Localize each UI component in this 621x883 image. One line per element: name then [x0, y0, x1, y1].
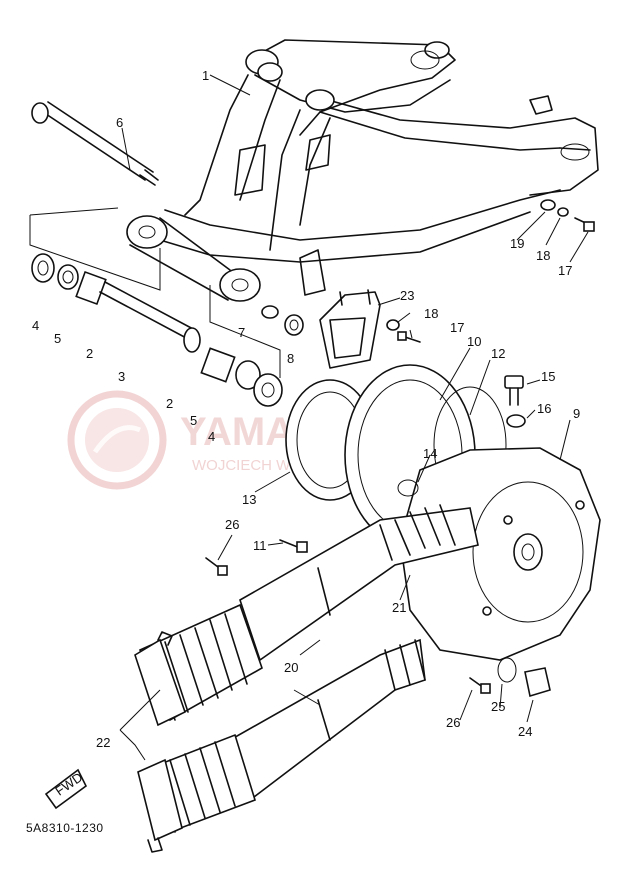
- part-label-18: 18: [536, 248, 550, 263]
- part-label-8: 8: [287, 351, 294, 366]
- part-label-10: 10: [467, 334, 481, 349]
- pivot-bolt: [31, 101, 159, 186]
- part-label-5: 5: [54, 331, 61, 346]
- washer-nut-set: [261, 305, 304, 336]
- mounting-bolts: [205, 539, 491, 694]
- part-label-22: 22: [96, 735, 110, 750]
- final-drive-housing: [285, 364, 601, 661]
- swingarm-frame: [126, 39, 599, 302]
- cable-bracket: [319, 289, 421, 369]
- part-label-12: 12: [491, 346, 505, 361]
- part-label-3: 3: [118, 369, 125, 384]
- part-label-25: 25: [491, 699, 505, 714]
- drain-bolt: [504, 375, 526, 428]
- part-label-1: 1: [202, 68, 209, 83]
- part-labels: 1 2 2 3 4 4 5 5 6 7 8 9 10 11 12 13 14 1…: [32, 68, 580, 750]
- part-label-24: 24: [518, 724, 532, 739]
- part-label-2: 2: [86, 346, 93, 361]
- part-label-13: 13: [242, 492, 256, 507]
- fwd-direction-badge: FWD: [44, 768, 88, 810]
- axle-nut-set: [497, 657, 551, 698]
- part-label-16: 16: [537, 401, 551, 416]
- reference-outline: [29, 207, 281, 378]
- upper-bolt-set: [540, 199, 595, 232]
- part-label-18: 18: [424, 306, 438, 321]
- part-label-9: 9: [573, 406, 580, 421]
- part-label-21: 21: [392, 600, 406, 615]
- part-label-19: 19: [510, 236, 524, 251]
- diagram-code: 5A8310-1230: [26, 821, 104, 835]
- part-label-4: 4: [208, 429, 215, 444]
- part-label-17: 17: [558, 263, 572, 278]
- callout-leaders: [119, 74, 589, 761]
- part-label-7: 7: [238, 325, 245, 340]
- part-label-15: 15: [541, 369, 555, 384]
- part-label-11: 11: [253, 538, 267, 553]
- part-label-5: 5: [190, 413, 197, 428]
- part-label-2: 2: [166, 396, 173, 411]
- part-label-17: 17: [450, 320, 464, 335]
- upper-shaft-boot: [134, 504, 479, 727]
- part-label-6: 6: [116, 115, 123, 130]
- pivot-bearing-set: [31, 253, 283, 407]
- part-label-4: 4: [32, 318, 39, 333]
- part-label-26: 26: [225, 517, 239, 532]
- part-label-23: 23: [400, 288, 414, 303]
- part-label-14: 14: [423, 446, 437, 461]
- part-label-26: 26: [446, 715, 460, 730]
- lower-shaft-boot: [137, 638, 426, 853]
- part-label-20: 20: [284, 660, 298, 675]
